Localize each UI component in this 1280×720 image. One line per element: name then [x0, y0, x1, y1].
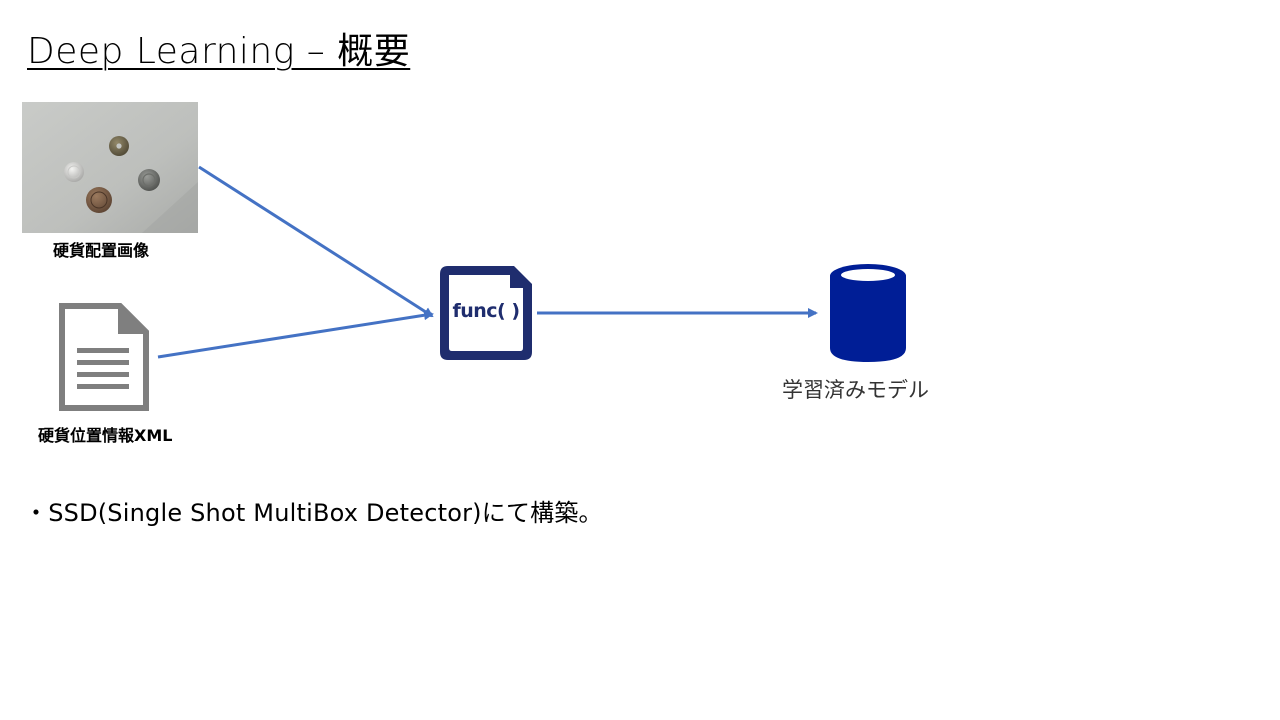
arrow-xml-to-func: [157, 310, 434, 359]
ssd-bullet-text: ・SSD(Single Shot MultiBox Detector)にて構築。: [24, 499, 603, 527]
slide-title: Deep Learning – 概要: [27, 31, 411, 72]
func-label: func( ): [452, 300, 520, 322]
coin-xml-label: 硬貨位置情報XML: [38, 426, 173, 445]
document-icon: [59, 303, 149, 411]
trained-model-label: 学習済みモデル: [782, 378, 929, 402]
coin-image-label: 硬貨配置画像: [53, 241, 150, 260]
coin-photo: [22, 102, 198, 233]
database-icon: [830, 264, 906, 362]
function-file-icon: [440, 266, 532, 360]
arrow-image-to-func: [198, 165, 434, 318]
